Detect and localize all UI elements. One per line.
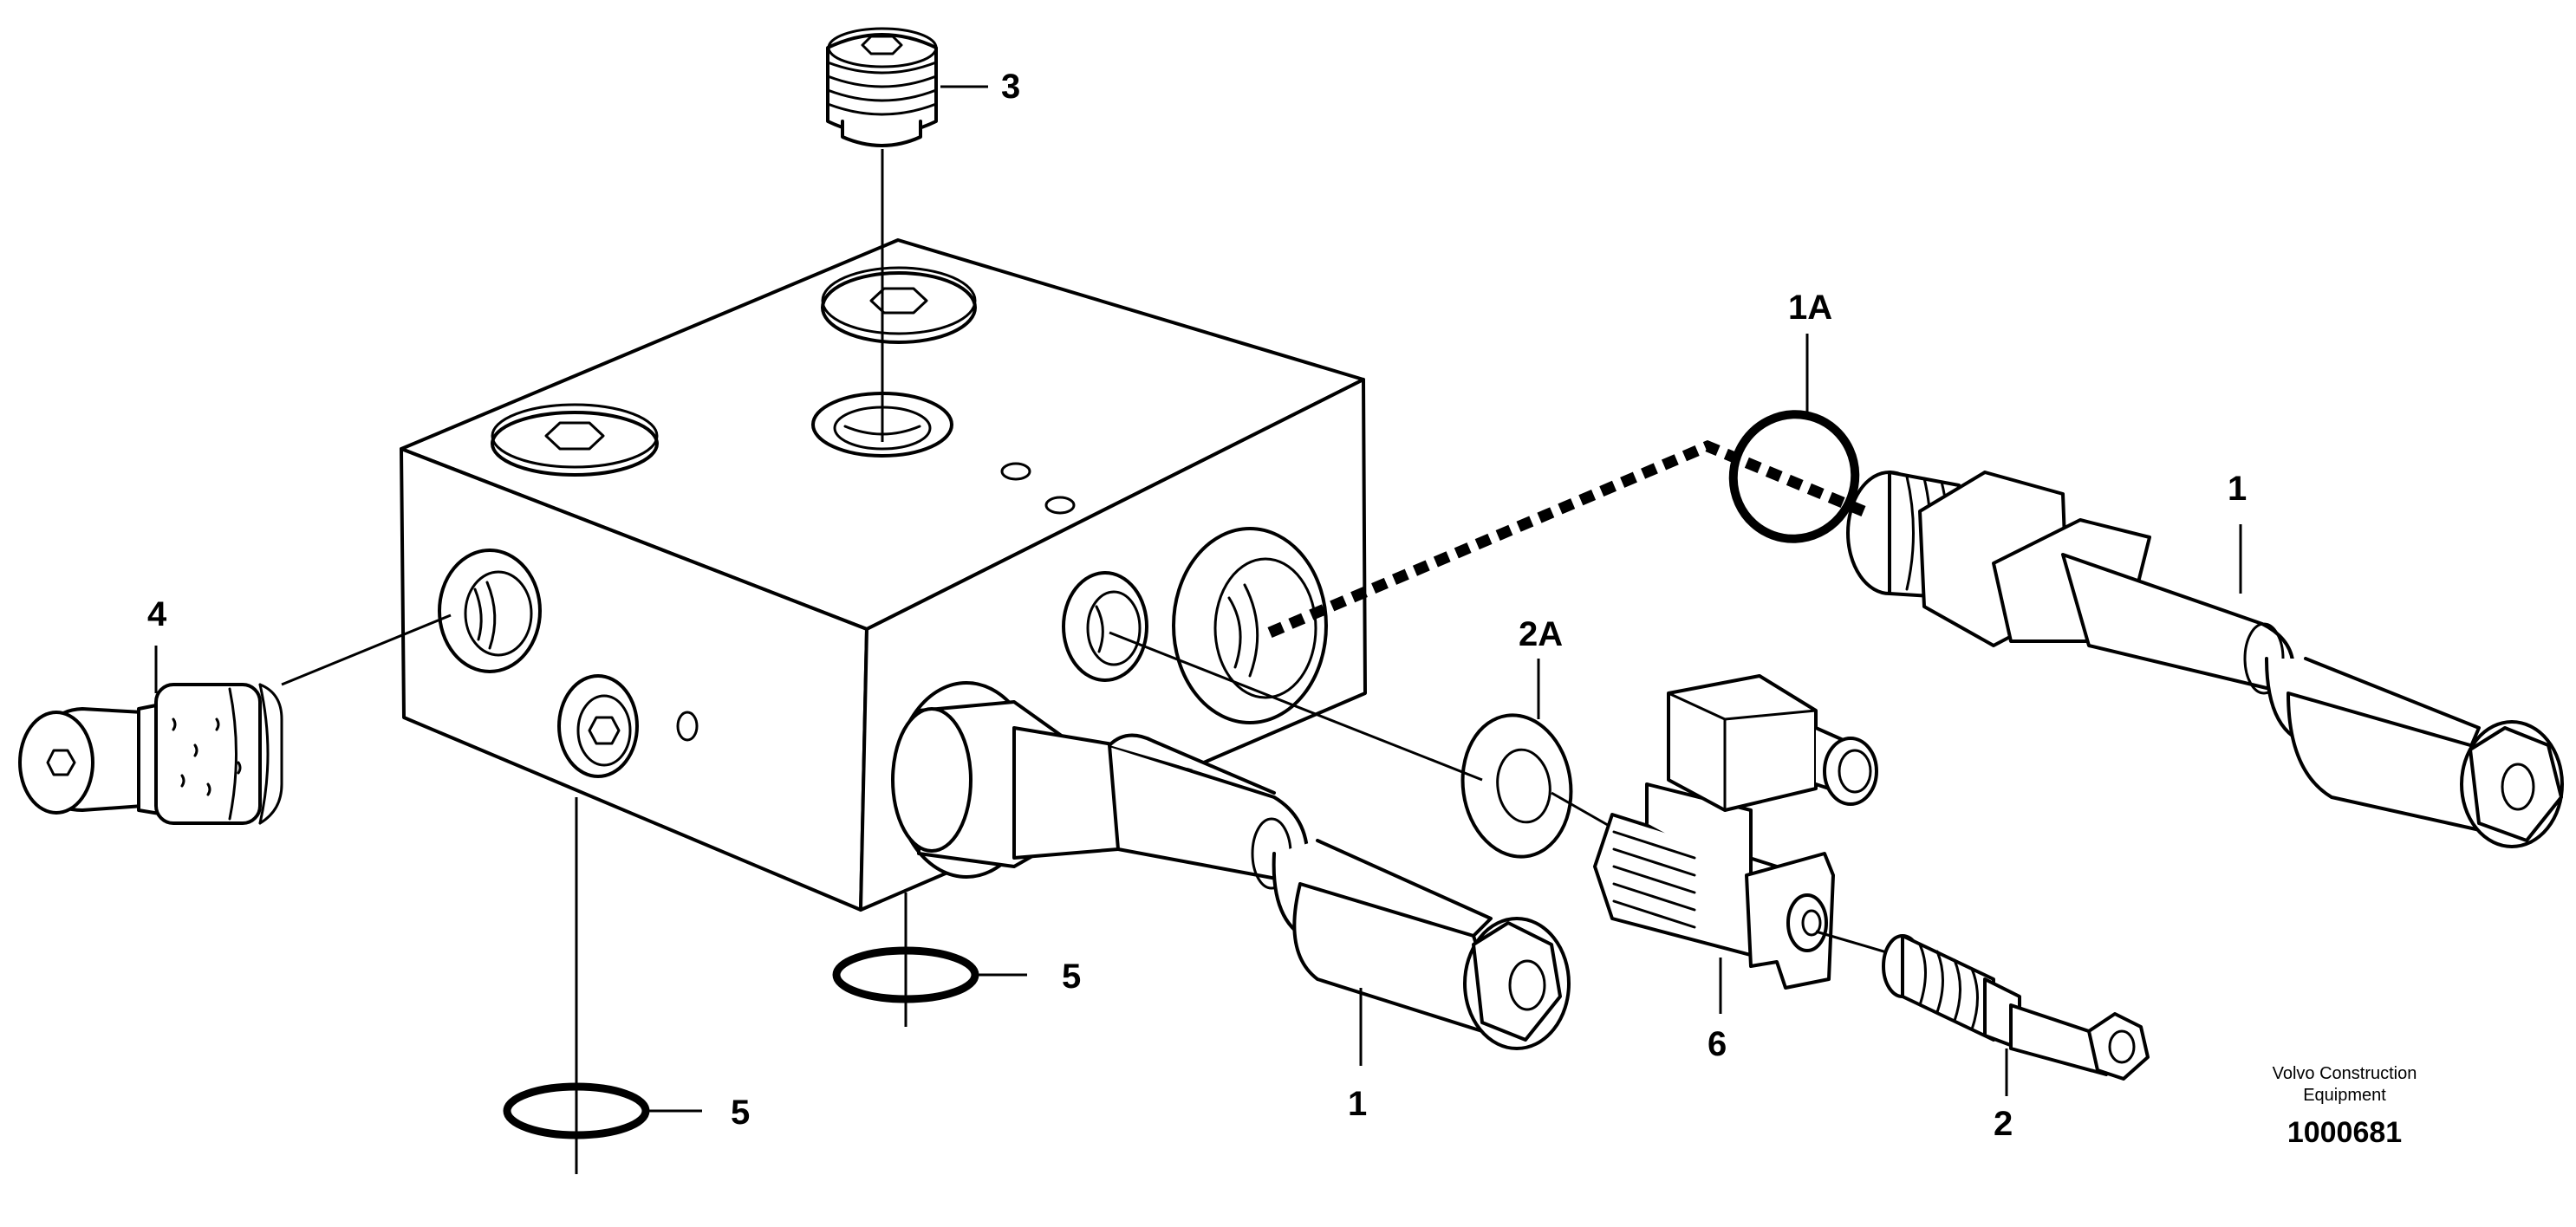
callout-1-left: 1 (1348, 1085, 1367, 1123)
hose-fitting-left (891, 681, 1571, 1066)
credit-line-1: Volvo Construction (2273, 1064, 2417, 1083)
dashed-connector (1267, 439, 1866, 638)
o-ring-item-5-upper (832, 946, 1027, 1003)
callout-4: 4 (147, 595, 167, 633)
callout-1a: 1A (1788, 289, 1832, 327)
hose-fitting-right (1846, 471, 2564, 848)
washer-item-2a (1460, 659, 1573, 859)
right-port-small (1062, 571, 1148, 682)
cartridge-item-2 (1882, 934, 2150, 1096)
part-number: 1000681 (2287, 1116, 2402, 1149)
plug-item-3 (826, 27, 988, 442)
callout-1-right: 1 (2228, 470, 2247, 508)
top-washer (821, 266, 977, 344)
callout-3: 3 (1001, 68, 1020, 106)
o-ring-item-5-lower (503, 797, 702, 1174)
callout-2: 2 (1994, 1105, 2013, 1143)
callout-5-lower: 5 (731, 1094, 750, 1132)
callout-2a: 2A (1519, 615, 1563, 653)
right-port-large (1172, 527, 1328, 724)
callout-6: 6 (1708, 1025, 1727, 1063)
plug-item-4 (18, 614, 452, 825)
front-port-4 (438, 549, 542, 673)
top-hex-plug (491, 403, 659, 477)
callout-5-upper: 5 (1062, 958, 1081, 996)
solenoid-item-6 (1593, 674, 1878, 1014)
credit-line-2: Equipment (2303, 1086, 2386, 1105)
front-hex-plug (557, 674, 639, 778)
